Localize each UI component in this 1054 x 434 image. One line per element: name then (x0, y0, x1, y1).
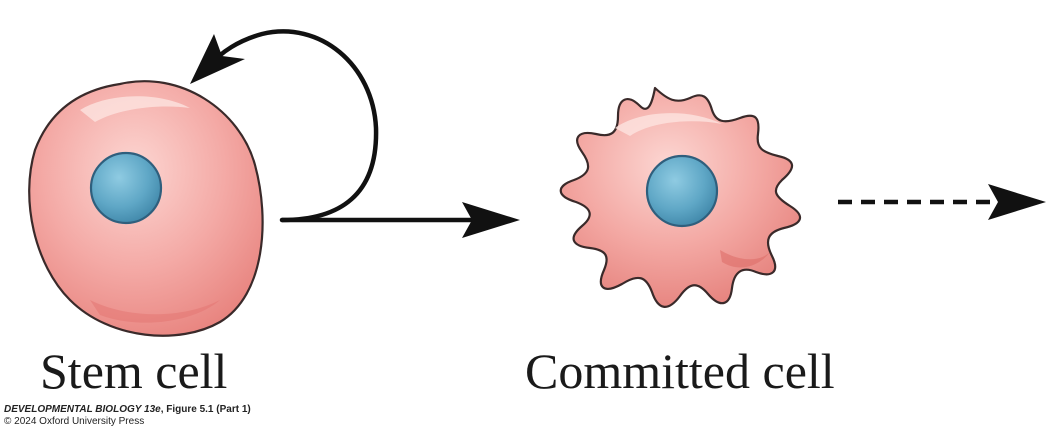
self-renewal-arrowhead (190, 34, 245, 84)
committed-cell-nucleus (645, 154, 719, 228)
stem-cell-highlight (80, 96, 190, 122)
credit-book-title: DEVELOPMENTAL BIOLOGY 13e (4, 404, 161, 415)
self-renewal-arrow (207, 29, 379, 223)
committed-cell-shadow (720, 250, 770, 268)
stem-cell-label: Stem cell (40, 343, 228, 399)
stem-cell-nucleus (89, 151, 163, 225)
committed-cell-label: Committed cell (525, 343, 835, 399)
credit-figure-number: , Figure 5.1 (Part 1) (160, 404, 251, 415)
continuation-arrowhead (988, 184, 1046, 220)
credit-copyright: © 2024 Oxford University Press (4, 416, 145, 427)
committed-cell-highlight (615, 113, 722, 136)
figure-credit: DEVELOPMENTAL BIOLOGY 13e, Figure 5.1 (P… (4, 404, 251, 428)
stem-cell-shadow (90, 300, 220, 323)
credit-source-line: DEVELOPMENTAL BIOLOGY 13e, Figure 5.1 (P… (4, 404, 251, 416)
differentiation-arrowhead (462, 202, 520, 238)
